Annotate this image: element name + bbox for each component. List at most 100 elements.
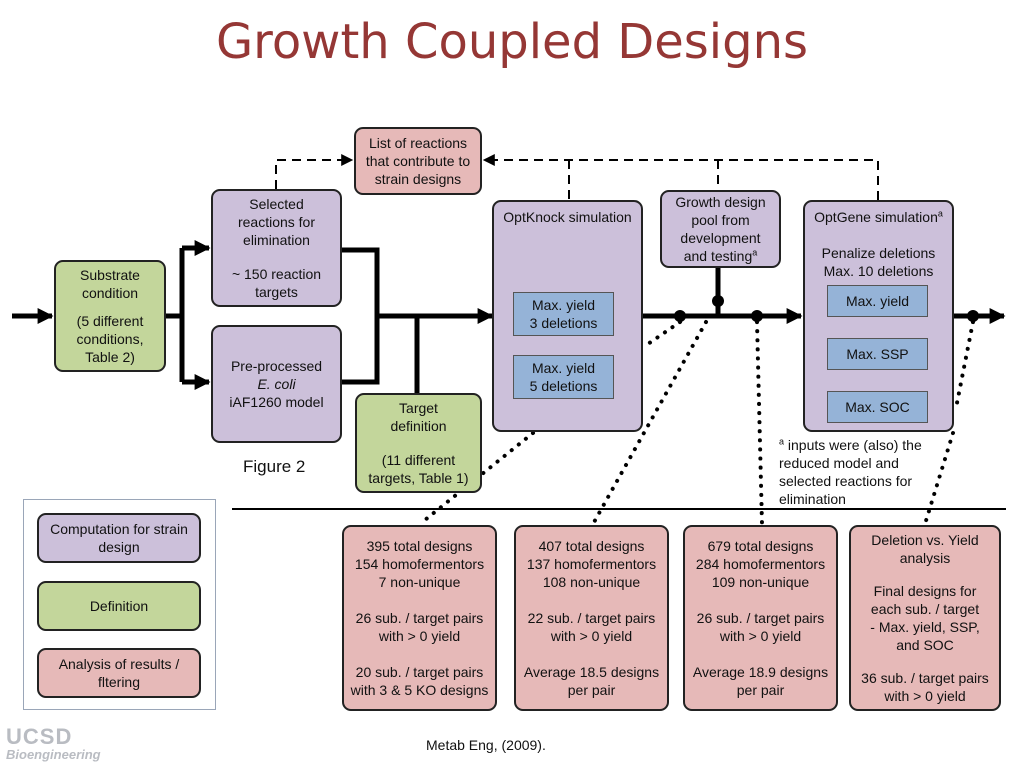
ucsd-logo: UCSD Bioengineering	[6, 726, 101, 762]
optgene-results-box-line-8: Average 18.9 designs	[692, 664, 829, 680]
optknock-results-box-line-9: with 3 & 5 KO designs	[350, 682, 489, 698]
feedback-left	[275, 154, 354, 189]
optknock-max-yield-5-box: Max. yield 5 deletions	[513, 355, 614, 399]
preprocessed-model-box-line-2: E. coli	[257, 376, 296, 392]
junction-dot-2	[712, 295, 724, 307]
selected-join	[342, 247, 380, 316]
target-definition-box-line-5: targets, Table 1)	[368, 470, 469, 486]
growth-pool-line-3: development	[680, 230, 761, 246]
preprocessed-model-box: Pre-processed E. coli iAF1260 model	[211, 325, 342, 443]
optknock-results-box-line-3: 7 non-unique	[378, 574, 461, 590]
reaction-list-box-line-2: that contribute to	[365, 153, 471, 169]
yield-analysis-box-line-1: Deletion vs. Yield	[871, 532, 979, 548]
selected-reactions-box-line-5: ~ 150 reaction	[231, 266, 322, 282]
yield-analysis-box-line-9: 36 sub. / target pairs	[861, 670, 989, 686]
note-line-2: reduced model and	[779, 455, 899, 471]
optknock-results-box-line-1: 395 total designs	[366, 538, 473, 554]
reaction-list-box-line-1: List of reactions	[368, 135, 468, 151]
legend-analysis: Analysis of results / fltering	[37, 648, 201, 698]
selected-reactions-box-line-2: reactions for	[237, 214, 316, 230]
pool-results-box-line-2: 137 homofermentors	[526, 556, 657, 572]
optgene-results-box: 679 total designs 284 homofermentors 109 n…	[683, 525, 838, 711]
legend-analysis-line-1: Analysis of results /	[58, 656, 180, 672]
optknock-max-yield-5-box-line-1: Max. yield	[531, 360, 596, 376]
logo-sub: Bioengineering	[6, 747, 101, 762]
reaction-list-box: List of reactions that contribute to strai…	[354, 127, 482, 195]
selected-reactions-box-line-6: targets	[255, 284, 298, 300]
optgene-results-box-line-2: 284 homofermentors	[695, 556, 826, 572]
legend-computation-line-2: design	[98, 539, 140, 555]
preprocessed-join	[342, 316, 380, 385]
optgene-results-box-line-1: 679 total designs	[707, 538, 814, 554]
optgene-results-box-line-9: per pair	[736, 682, 785, 698]
logo-main: UCSD	[6, 724, 73, 749]
page-title: Growth Coupled Designs	[215, 14, 809, 70]
optgene-results-box-line-6: with > 0 yield	[719, 628, 802, 644]
junction-dot-1	[674, 310, 686, 322]
legend-computation: Computation for strain design	[37, 513, 201, 563]
citation: Metab Eng, (2009).	[426, 737, 546, 753]
optgene-desc-1: Penalize deletions	[821, 245, 936, 261]
optgene-results-box-line-3: 109 non-unique	[711, 574, 810, 590]
growth-pool-line-4: and testinga	[683, 247, 758, 264]
preprocessed-model-box-line-3: iAF1260 model	[229, 394, 324, 410]
optknock-results-box-line-5: 26 sub. / target pairs	[355, 610, 484, 626]
optgene-results-box-line-5: 26 sub. / target pairs	[696, 610, 825, 626]
optknock-max-yield-3-box-line-1: Max. yield	[531, 297, 596, 313]
optgene-desc-2: Max. 10 deletions	[823, 263, 934, 279]
target-definition-box-line-1: Target	[399, 400, 438, 416]
optgene-max-soc-box: Max. SOC	[827, 391, 928, 423]
optknock-max-yield-3-box: Max. yield 3 deletions	[513, 292, 614, 336]
yield-analysis-box-line-10: with > 0 yield	[884, 688, 966, 704]
optknock-results-box-line-2: 154 homofermentors	[354, 556, 485, 572]
yield-analysis-box-line-2: analysis	[899, 550, 951, 566]
dotted-link-2	[643, 320, 682, 348]
pool-results-box-line-6: with > 0 yield	[550, 628, 633, 644]
figure-label: Figure 2	[243, 457, 306, 476]
optgene-title: OptGene simulationa	[814, 208, 943, 225]
growth-design-pool-box: Growth design pool from development and …	[660, 190, 781, 268]
substrate-condition-box-line-5: conditions,	[76, 331, 144, 347]
growth-pool-line-2: pool from	[691, 212, 750, 228]
optgene-max-ssp-box: Max. SSP	[827, 338, 928, 370]
substrate-condition-box-line-2: condition	[81, 285, 139, 301]
dotted-link-4	[755, 320, 764, 526]
optknock-title: OptKnock simulation	[503, 209, 632, 225]
dotted-link-5	[954, 320, 975, 410]
optgene-max-yield-box: Max. yield	[827, 285, 928, 317]
substrate-condition-box-line-1: Substrate	[80, 267, 140, 283]
selected-reactions-box-line-1: Selected	[249, 196, 304, 212]
growth-pool-line-1: Growth design	[675, 194, 766, 210]
target-definition-box-line-2: definition	[390, 418, 447, 434]
substrate-condition-box-line-6: Table 2)	[85, 349, 135, 365]
preprocessed-model-box-line-1: Pre-processed	[230, 358, 323, 374]
inputs-note: a inputs were (also) the reduced model a…	[779, 436, 979, 508]
feedback-right	[482, 154, 879, 200]
target-definition-box-line-4: (11 different	[381, 452, 456, 468]
dotted-link-3	[591, 320, 708, 526]
yield-analysis-box-line-4: Final designs for	[873, 583, 977, 599]
reaction-list-box-line-3: strain designs	[374, 171, 462, 187]
pool-results-box-line-1: 407 total designs	[538, 538, 645, 554]
legend-analysis-line-2: fltering	[97, 674, 141, 690]
junction-dot-3	[751, 310, 763, 322]
yield-analysis-box-line-6: - Max. yield, SSP,	[870, 619, 980, 635]
target-definition-box: Target definition (11 different targets, Ta…	[355, 393, 482, 493]
pool-results-box-line-3: 108 non-unique	[542, 574, 641, 590]
note-line-3: selected reactions for	[779, 473, 913, 489]
pool-results-box: 407 total designs 137 homofermentors 108 n…	[514, 525, 669, 711]
yield-analysis-box-line-7: and SOC	[896, 637, 954, 653]
optknock-results-box: 395 total designs 154 homofermentors 7 non…	[342, 525, 497, 711]
optknock-max-yield-3-box-line-2: 3 deletions	[529, 315, 598, 331]
pool-results-box-line-8: Average 18.5 designs	[523, 664, 660, 680]
optknock-results-box-line-6: with > 0 yield	[378, 628, 461, 644]
note-line-1: a inputs were (also) the	[779, 436, 922, 453]
optknock-results-box-line-8: 20 sub. / target pairs	[355, 664, 484, 680]
legend-computation-line-1: Computation for strain	[50, 521, 188, 537]
note-line-4: elimination	[779, 491, 846, 507]
optknock-max-yield-5-box-line-2: 5 deletions	[529, 378, 598, 394]
